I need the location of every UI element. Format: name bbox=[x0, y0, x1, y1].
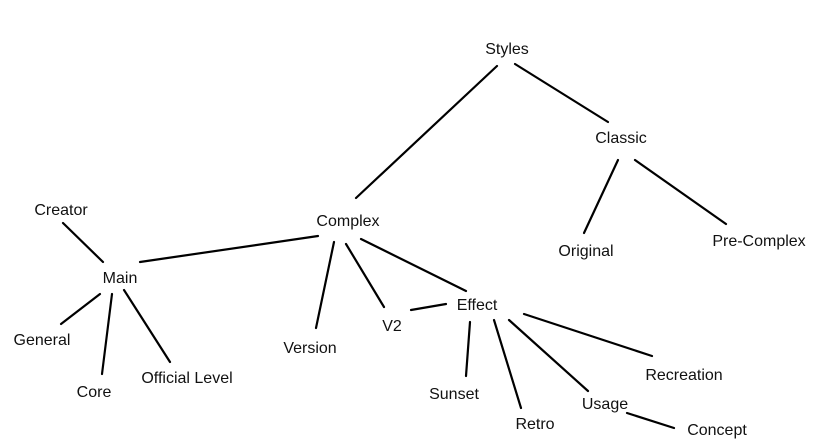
node-creator: Creator bbox=[34, 202, 88, 219]
node-official-level: Official Level bbox=[141, 370, 232, 387]
edge-effect-usage bbox=[507, 318, 590, 393]
node-effect: Effect bbox=[457, 297, 498, 314]
edge-main-general bbox=[59, 292, 102, 326]
edge-classic-original bbox=[582, 158, 620, 235]
edge-styles-classic bbox=[513, 62, 610, 124]
edge-classic-pre-complex bbox=[633, 158, 728, 226]
edge-complex-v2 bbox=[344, 242, 386, 309]
edge-main-official-level bbox=[122, 288, 172, 364]
edge-styles-complex bbox=[354, 64, 499, 200]
node-retro: Retro bbox=[515, 416, 554, 433]
node-main: Main bbox=[103, 270, 138, 287]
node-recreation: Recreation bbox=[645, 367, 722, 384]
edge-main-core bbox=[100, 292, 114, 376]
edge-usage-concept bbox=[625, 411, 676, 430]
edge-complex-effect bbox=[359, 237, 468, 293]
node-v2: V2 bbox=[382, 318, 402, 335]
edge-main-creator bbox=[61, 221, 105, 264]
node-complex: Complex bbox=[316, 213, 379, 230]
edge-v2-effect bbox=[409, 302, 448, 312]
node-version: Version bbox=[283, 340, 336, 357]
edge-complex-version bbox=[314, 240, 336, 330]
node-sunset: Sunset bbox=[429, 386, 479, 403]
node-pre-complex: Pre-Complex bbox=[712, 233, 805, 250]
edge-effect-recreation bbox=[522, 312, 654, 358]
node-general: General bbox=[14, 332, 71, 349]
edge-complex-main bbox=[138, 234, 320, 264]
node-core: Core bbox=[77, 384, 112, 401]
node-classic: Classic bbox=[595, 130, 647, 147]
node-styles: Styles bbox=[485, 41, 529, 58]
edge-effect-retro bbox=[492, 318, 523, 410]
edge-effect-sunset bbox=[464, 320, 472, 378]
node-usage: Usage bbox=[582, 396, 628, 413]
node-concept: Concept bbox=[687, 422, 747, 439]
nodes: Styles Classic Original Pre-Complex Comp… bbox=[14, 41, 806, 439]
edges bbox=[59, 62, 728, 430]
node-original: Original bbox=[558, 243, 613, 260]
